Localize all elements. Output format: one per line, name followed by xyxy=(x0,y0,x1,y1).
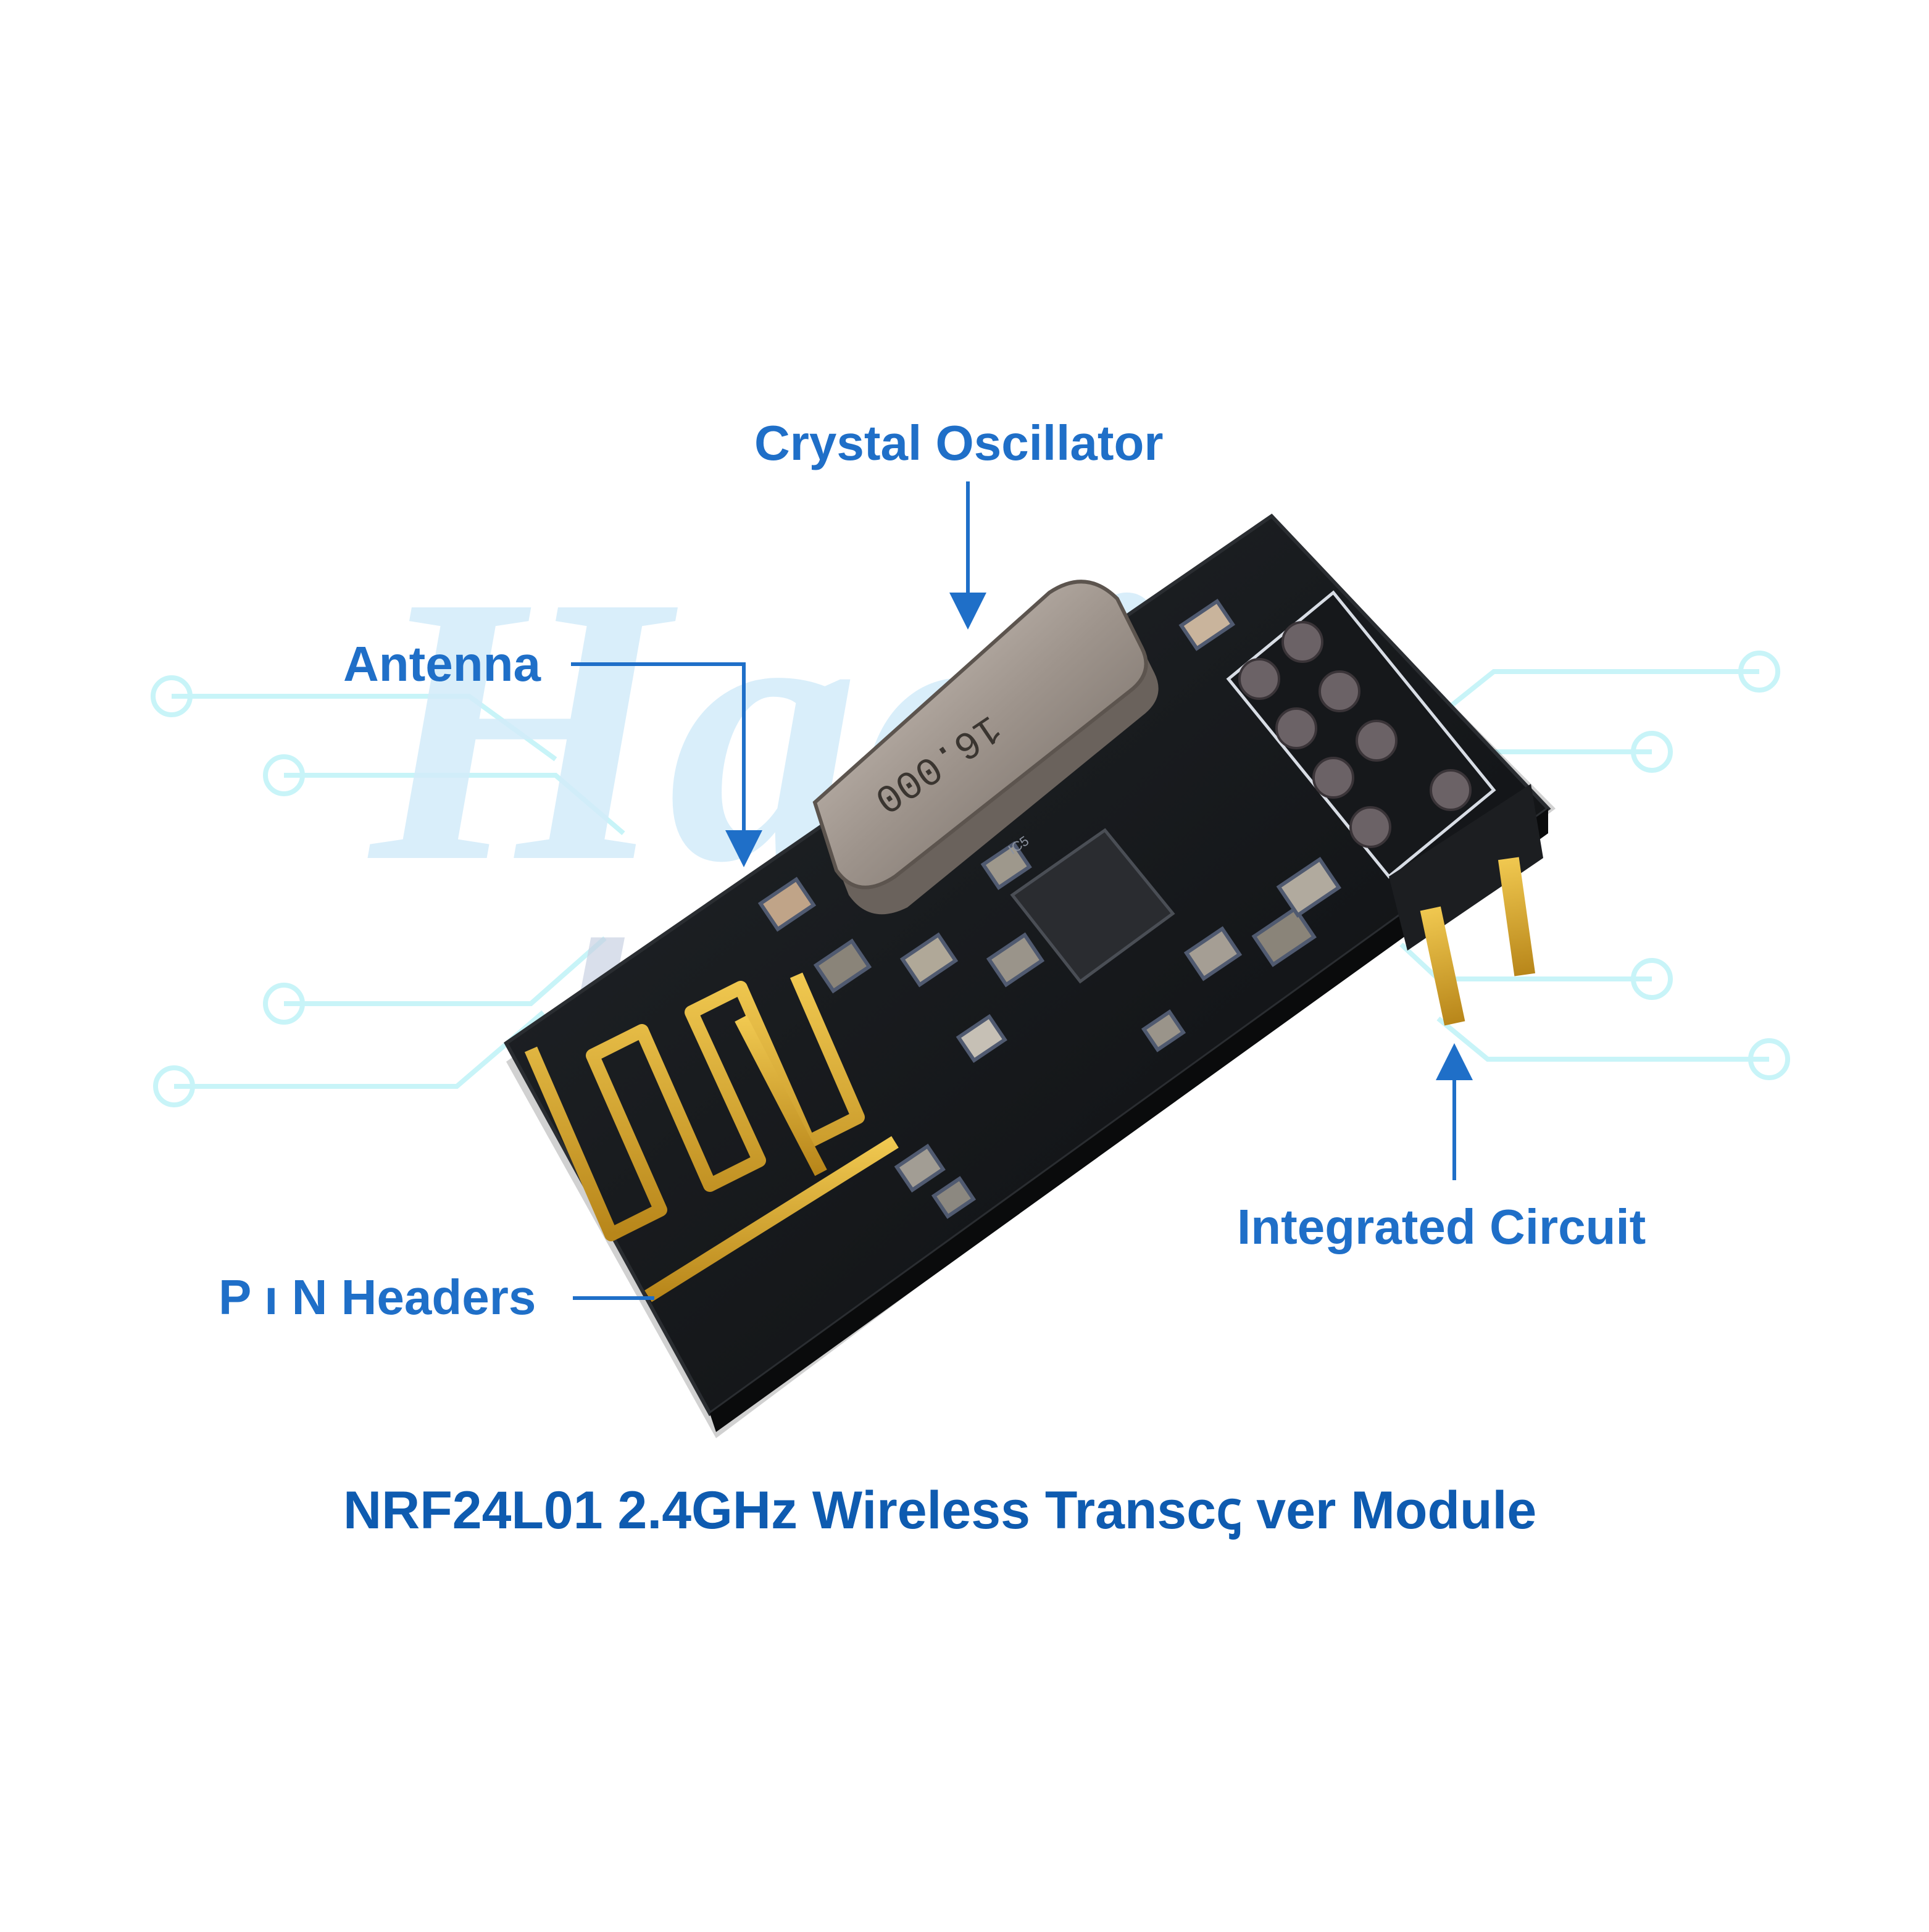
module-title: NRF24L01 2.4GHz Wireless Transcꞔ ver Mod… xyxy=(343,1481,1537,1540)
pcb-edge xyxy=(710,809,1548,1432)
antenna-leader-line xyxy=(571,662,762,867)
callout-lines xyxy=(571,481,1473,1300)
pcb-antenna-trace xyxy=(524,972,899,1302)
label-integrated-circuit: Integrated Circuit xyxy=(1237,1199,1646,1254)
smd-components xyxy=(757,599,1341,1219)
pin-header-block xyxy=(1226,590,1543,1026)
label-pin-headers: P ı N Headers xyxy=(219,1270,536,1325)
ic-chip: IC5 xyxy=(1006,828,1175,984)
label-antenna: Antenna xyxy=(343,636,541,691)
crystal-oscillator: 16.000 xyxy=(812,580,1159,915)
label-crystal-oscillator: Crystal Oscillator xyxy=(754,415,1164,470)
